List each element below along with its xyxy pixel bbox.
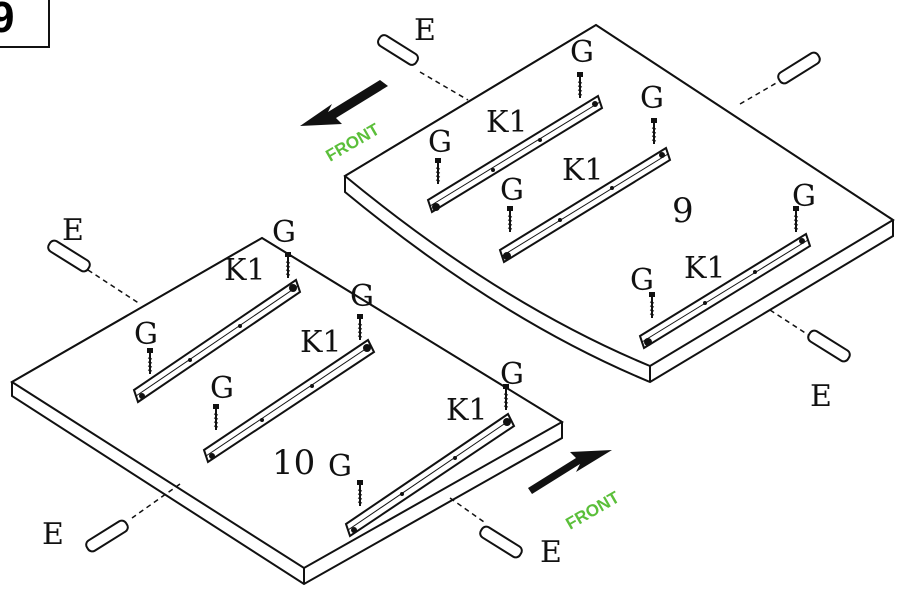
dowel-label: E [414,13,436,48]
rail-icon [344,412,516,538]
screw-label: G [350,279,374,314]
dowel-icon [47,239,141,305]
screw-label: G [210,371,234,406]
rail-icon [638,232,812,350]
dowel-label: E [62,213,84,248]
screw-label: G [640,81,664,116]
rail-icon [426,94,604,214]
rail-label: K1 [446,393,488,428]
step-number: 9 [0,0,14,42]
panel-number: 9 [672,191,694,231]
panel-9 [343,23,895,384]
dowel-icon [739,51,821,105]
dowel-label: E [810,379,832,414]
rail-label: K1 [562,153,604,188]
screw-label: G [500,173,524,208]
screw-label: G [792,179,816,214]
step-number-box: 9 [0,0,50,48]
dowel-icon [769,309,851,363]
screw-label: G [570,35,594,70]
rail-label: K1 [486,105,528,140]
arrow-icon [528,450,612,494]
dowel-icon [449,497,523,559]
rail-icon [498,146,672,264]
rail-icon [202,338,376,464]
rail-icon [132,278,302,404]
screw-label: G [328,449,352,484]
arrow-icon [300,80,388,126]
dowel-icon [377,34,469,101]
rail-label: K1 [224,253,266,288]
screw-label: G [272,215,296,250]
panel-number: 10 [272,443,315,483]
rail-label: K1 [684,251,726,286]
dowel-label: E [42,517,64,552]
screw-label: G [134,317,158,352]
dowel-icon [85,483,181,553]
front-label: FRONT [563,487,624,533]
rail-label: K1 [300,325,342,360]
screw-label: G [428,125,452,160]
dowel-label: E [540,535,562,570]
screw-label: G [630,263,654,298]
screw-label: G [500,357,524,392]
